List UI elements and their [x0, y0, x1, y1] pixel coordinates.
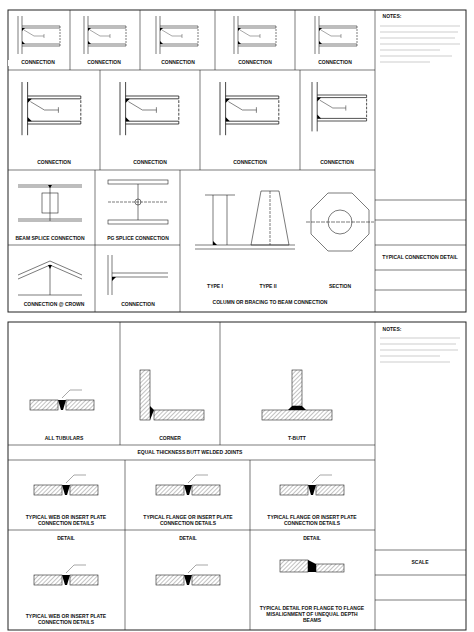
detail-label: TYPICAL CONNECTION DETAIL	[380, 255, 460, 261]
detail-label: DETAIL	[292, 536, 332, 542]
detail-label: TYPE II	[248, 284, 288, 290]
detail-label: TYPICAL DETAIL FOR FLANGE TO FLANGE MISA…	[257, 606, 367, 623]
detail-label: ALL TUBULARS	[24, 436, 104, 442]
detail-label: TYPICAL FLANGE OR INSERT PLATE CONNECTIO…	[131, 515, 246, 527]
detail-label: CONNECTION	[307, 160, 367, 166]
detail-label: TYPICAL WEB OR INSERT PLATE CONNECTION D…	[11, 614, 121, 626]
detail-label: CONNECTION	[19, 160, 89, 166]
detail-label: PG SPLICE CONNECTION	[99, 236, 177, 242]
detail-label: TYPICAL FLANGE OR INSERT PLATE CONNECTIO…	[255, 515, 370, 527]
detail-label: NOTES:	[377, 14, 407, 20]
detail-label: CONNECTION	[103, 302, 173, 308]
detail-label: CONNECTION	[74, 60, 134, 66]
detail-label: DETAIL	[168, 536, 208, 542]
detail-label: CONNECTION	[148, 60, 208, 66]
detail-label: T-BUTT	[267, 436, 327, 442]
detail-label: SCALE	[400, 560, 440, 566]
detail-label: CONNECTION @ CROWN	[14, 302, 94, 308]
detail-label: EQUAL THICKNESS BUTT WELDED JOINTS	[90, 450, 290, 456]
detail-label: TYPE I	[195, 284, 235, 290]
detail-label: TYPICAL WEB OR INSERT PLATE CONNECTION D…	[11, 515, 121, 527]
detail-label: CORNER	[140, 436, 200, 442]
detail-label: CONNECTION	[115, 160, 185, 166]
detail-label: CONNECTION	[215, 160, 285, 166]
detail-label: DETAIL	[46, 536, 86, 542]
detail-label: BEAM SPLICE CONNECTION	[10, 236, 90, 242]
detail-label: COLUMN OR BRACING TO BEAM CONNECTION	[185, 300, 355, 306]
detail-label: CONNECTION	[8, 60, 68, 66]
detail-label: CONNECTION	[305, 60, 365, 66]
detail-label: SECTION	[315, 284, 365, 290]
detail-label: CONNECTION	[225, 60, 285, 66]
detail-label: NOTES:	[377, 327, 407, 333]
